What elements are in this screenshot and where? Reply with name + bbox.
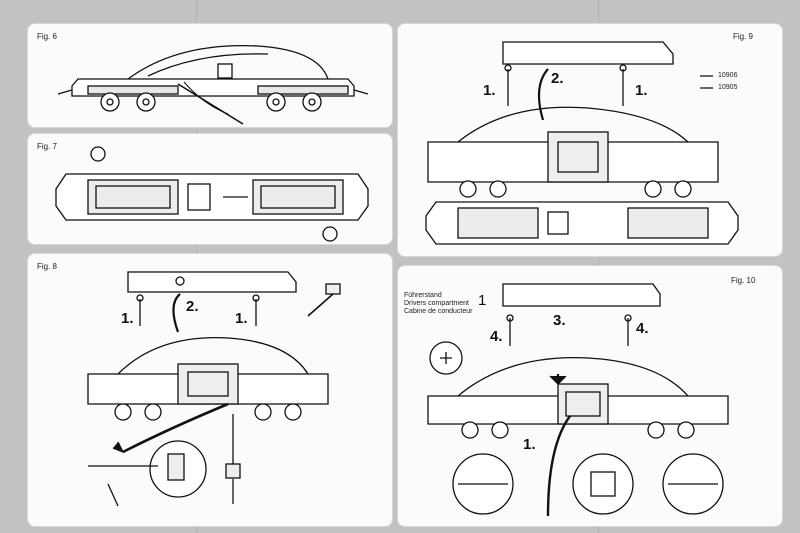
figure-8-panel: Fig. 8 1. 2. 1. xyxy=(28,254,392,526)
step-number: 4. xyxy=(490,328,503,345)
step-number: 1. xyxy=(635,82,648,99)
figure-9-panel: Fig. 9 2. 1. 1. 10906 10905 xyxy=(398,24,782,256)
step-number: 1. xyxy=(483,82,496,99)
step-number: 1. xyxy=(523,436,536,453)
step-number: 1. xyxy=(235,310,248,327)
step-number: 3. xyxy=(553,312,566,329)
part-number: 10906 xyxy=(718,72,738,79)
figure-7-panel: Fig. 7 xyxy=(28,134,392,244)
step-number: 2. xyxy=(186,298,199,315)
cab-label-fr: Cabine de conducteur xyxy=(404,308,473,315)
step-number: 2. xyxy=(551,70,564,87)
figure-label: Fig. 8 xyxy=(37,262,58,271)
figure-label: Fig. 10 xyxy=(731,276,756,285)
locomotive-top-removal-illustration xyxy=(425,41,739,245)
step-number: 4. xyxy=(636,320,649,337)
locomotive-side-illustration xyxy=(57,44,369,125)
part-number: 10905 xyxy=(718,84,738,91)
figure-6-panel: Fig. 6 xyxy=(28,24,392,127)
cab-number: 1 xyxy=(478,292,487,309)
locomotive-disassembly-illustration xyxy=(87,271,341,507)
motor-removal-illustration xyxy=(427,283,729,517)
cab-label-en: Drivers compartment xyxy=(404,300,469,307)
figure-10-panel: Fig. 10 Führerstand Drivers compartment … xyxy=(398,266,782,526)
figure-label: Fig. 7 xyxy=(37,142,58,151)
step-number: 1. xyxy=(121,310,134,327)
chassis-top-illustration xyxy=(55,146,369,242)
figure-label: Fig. 9 xyxy=(733,32,754,41)
cab-label-de: Führerstand xyxy=(404,292,442,299)
figure-label: Fig. 6 xyxy=(37,32,58,41)
